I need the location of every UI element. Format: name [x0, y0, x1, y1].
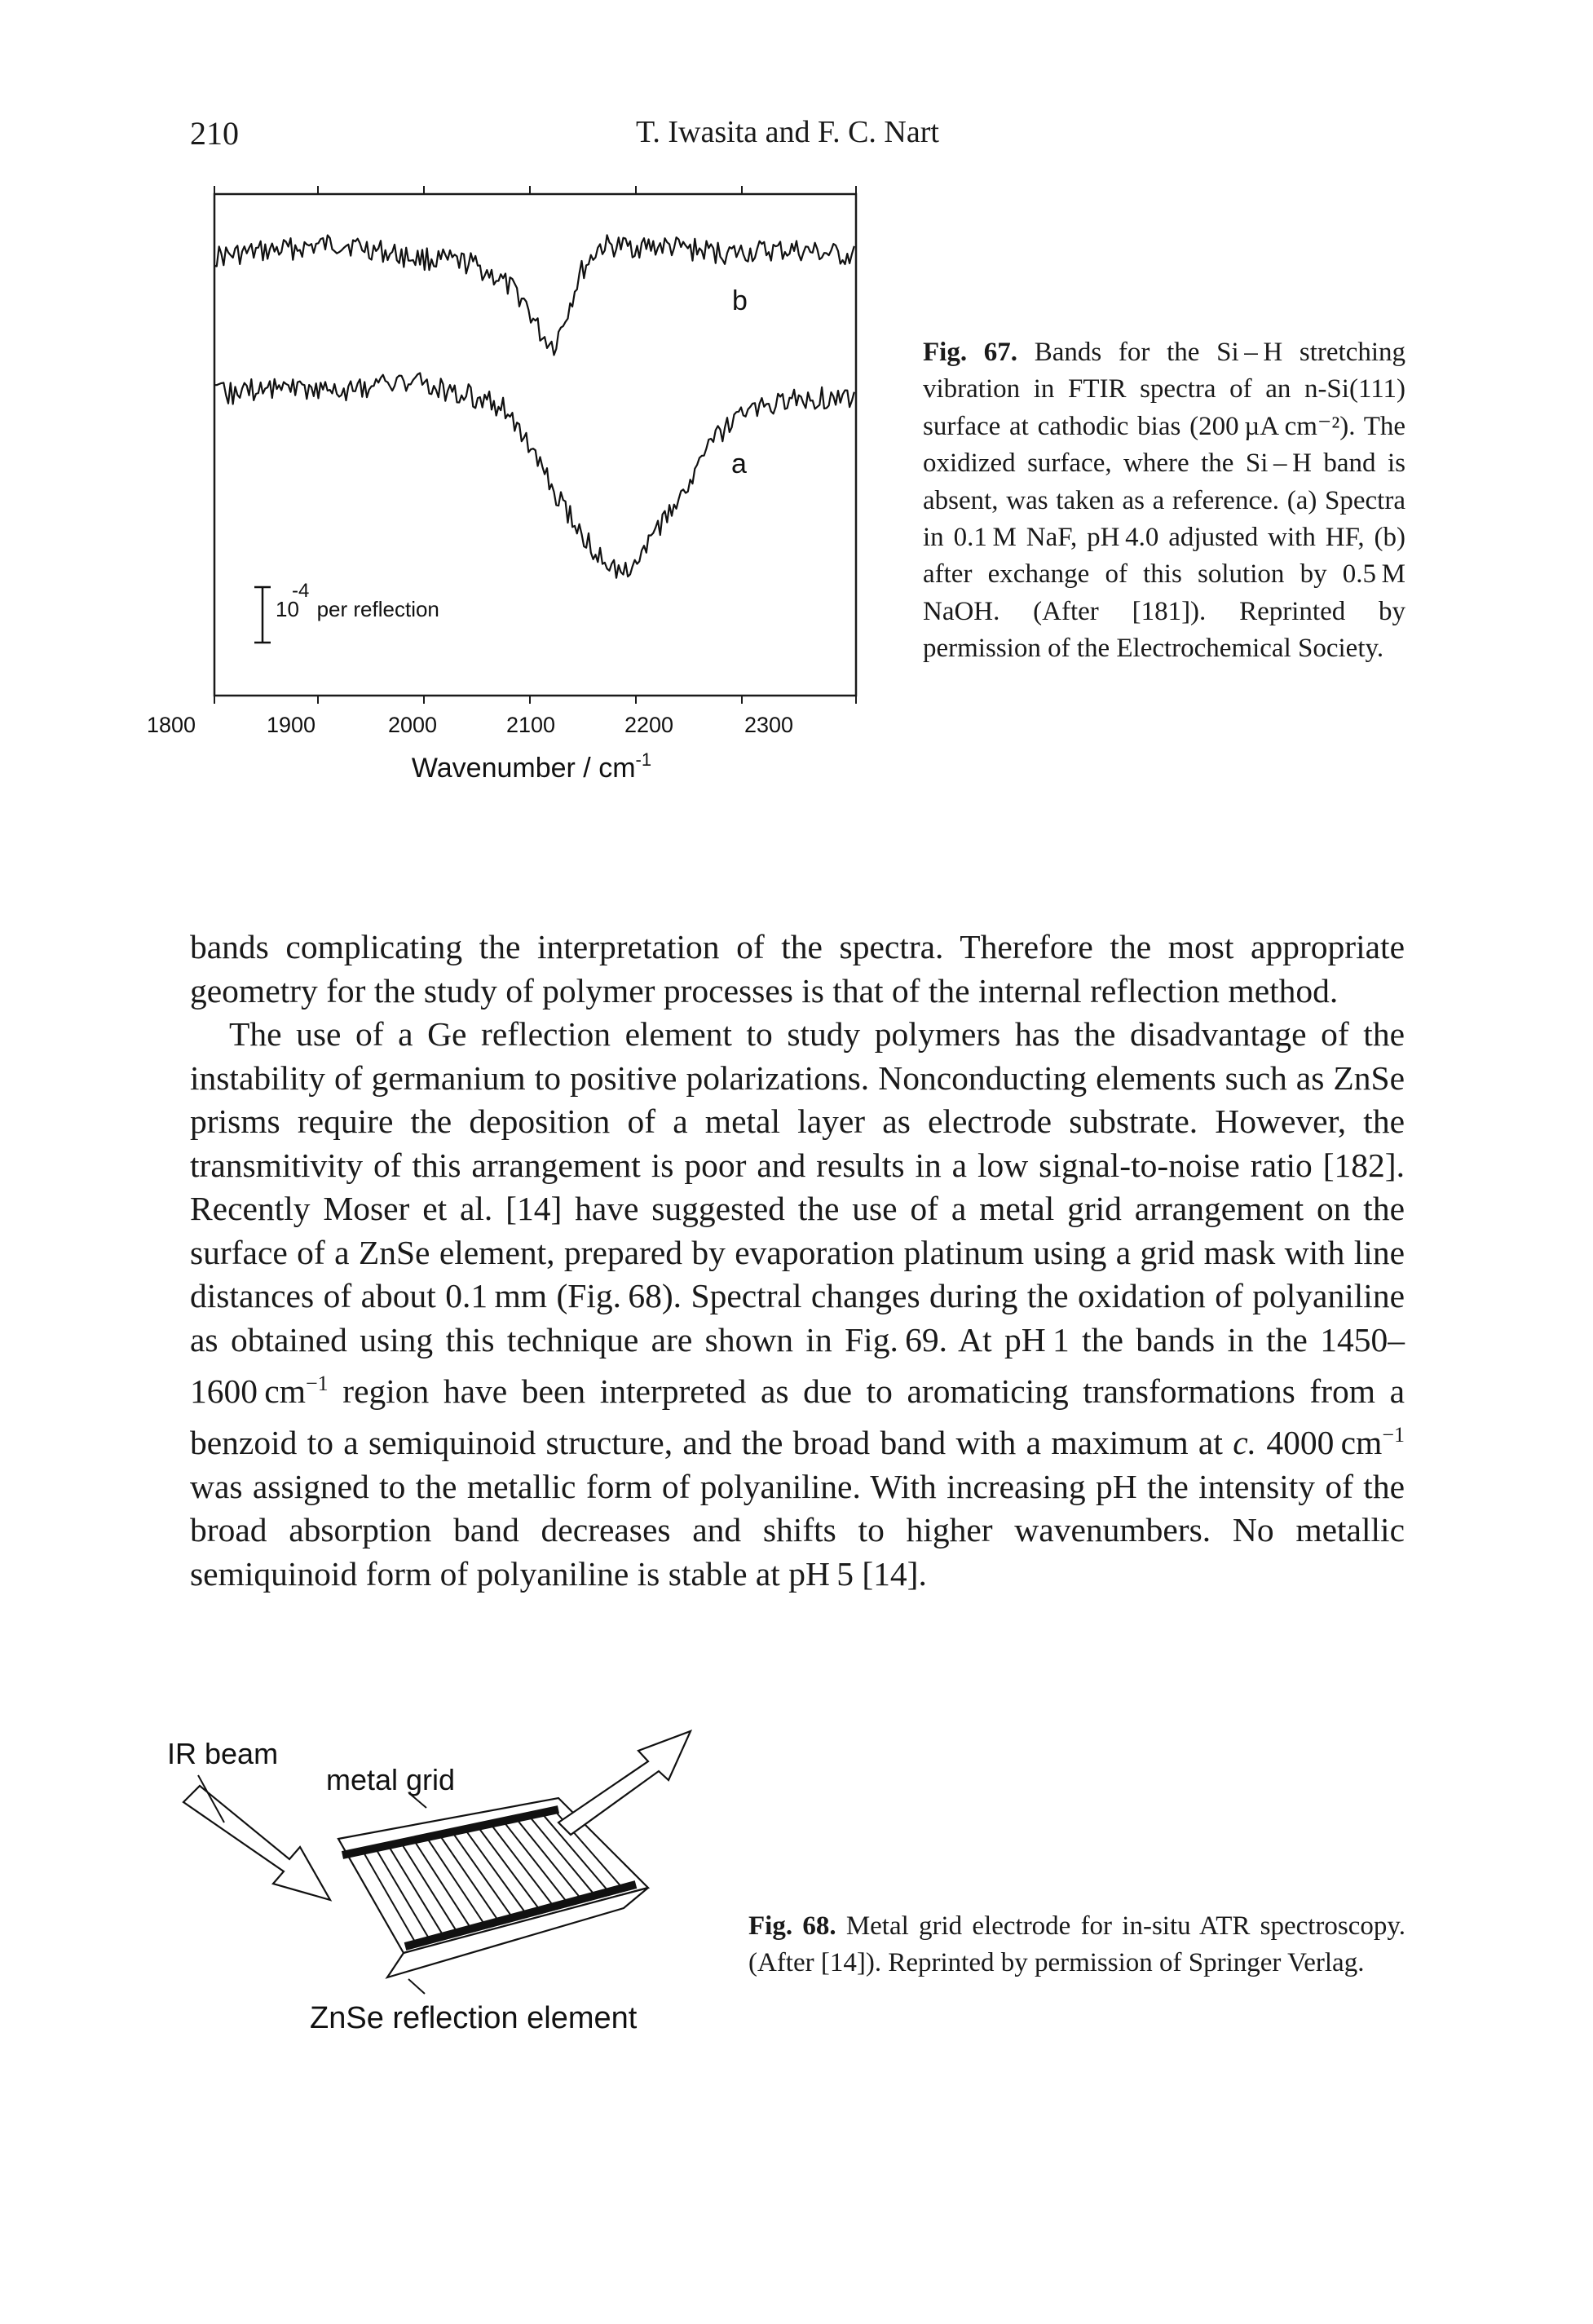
grid-line: [439, 1834, 500, 1923]
znse-element-side: [385, 1886, 649, 1979]
grid-line: [400, 1842, 458, 1933]
figure-67-caption: Fig. 67. Bands for the Si – H stretching…: [923, 334, 1405, 668]
label-ir-beam: IR beam: [167, 1737, 278, 1770]
grid-line: [413, 1840, 472, 1929]
figure-67-caption-label: Fig. 67.: [923, 338, 1018, 367]
figure-67-caption-text: Bands for the Si – H stretching vibratio…: [923, 338, 1406, 664]
page-number: 210: [190, 115, 239, 152]
scale-bar: -4 10 per reflection: [254, 580, 439, 644]
grid-line: [477, 1826, 541, 1911]
grid-line: [362, 1850, 417, 1944]
grid-line: [502, 1820, 569, 1905]
grid-line: [489, 1823, 555, 1908]
x-tick-label: 2100: [506, 713, 555, 737]
series-a-line: [214, 372, 855, 579]
figure-68-caption-text: Metal grid electrode for in-situ ATR spe…: [748, 1911, 1406, 1978]
scale-bar-label: 10 per reflection: [276, 597, 439, 621]
x-tick-label: 1800: [147, 713, 196, 737]
grid-line: [387, 1845, 444, 1937]
figure-68-caption-label: Fig. 68.: [748, 1911, 836, 1941]
scale-bar-exponent: -4: [292, 580, 309, 602]
grid-line: [515, 1818, 583, 1901]
grid-line: [527, 1815, 597, 1898]
figure-68-diagram: IR beam metal grid ZnSe reflection eleme…: [167, 1730, 693, 2035]
metal-grid-lines: [362, 1809, 624, 1944]
label-znse-element: ZnSe reflection element: [310, 2001, 638, 2035]
x-tick-label: 2000: [388, 713, 437, 737]
curve-label-b: b: [732, 285, 748, 316]
paragraph-2: The use of a Ge reflection element to st…: [190, 1015, 1405, 1593]
grid-line: [374, 1848, 430, 1941]
ir-beam-in-arrow: [182, 1784, 333, 1902]
running-header-authors: T. Iwasita and F. C. Nart: [636, 115, 939, 149]
x-axis-label: Wavenumber / cm-1: [412, 749, 651, 784]
x-tick-label: 2300: [744, 713, 793, 737]
ir-beam-out-arrow: [557, 1730, 693, 1836]
grid-line: [426, 1836, 486, 1926]
series-b-line: [214, 234, 855, 356]
grid-line: [541, 1812, 611, 1894]
curve-label-a: a: [731, 448, 747, 479]
paragraph-1: bands complicating the interpretation of…: [190, 928, 1405, 1010]
figure-67-chart: b a -4 10 per reflection 1800 1900 2000 210…: [147, 186, 858, 784]
grid-line: [451, 1831, 514, 1919]
plot-frame: [213, 192, 858, 697]
label-metal-grid: metal grid: [326, 1763, 455, 1796]
x-tick-label: 2200: [624, 713, 673, 737]
x-tick-label: 1900: [267, 713, 316, 737]
grid-line: [464, 1828, 527, 1915]
body-text: bands complicating the interpretation of…: [190, 926, 1405, 1596]
figure-68-caption: Fig. 68. Metal grid electrode for in-sit…: [748, 1908, 1405, 1982]
